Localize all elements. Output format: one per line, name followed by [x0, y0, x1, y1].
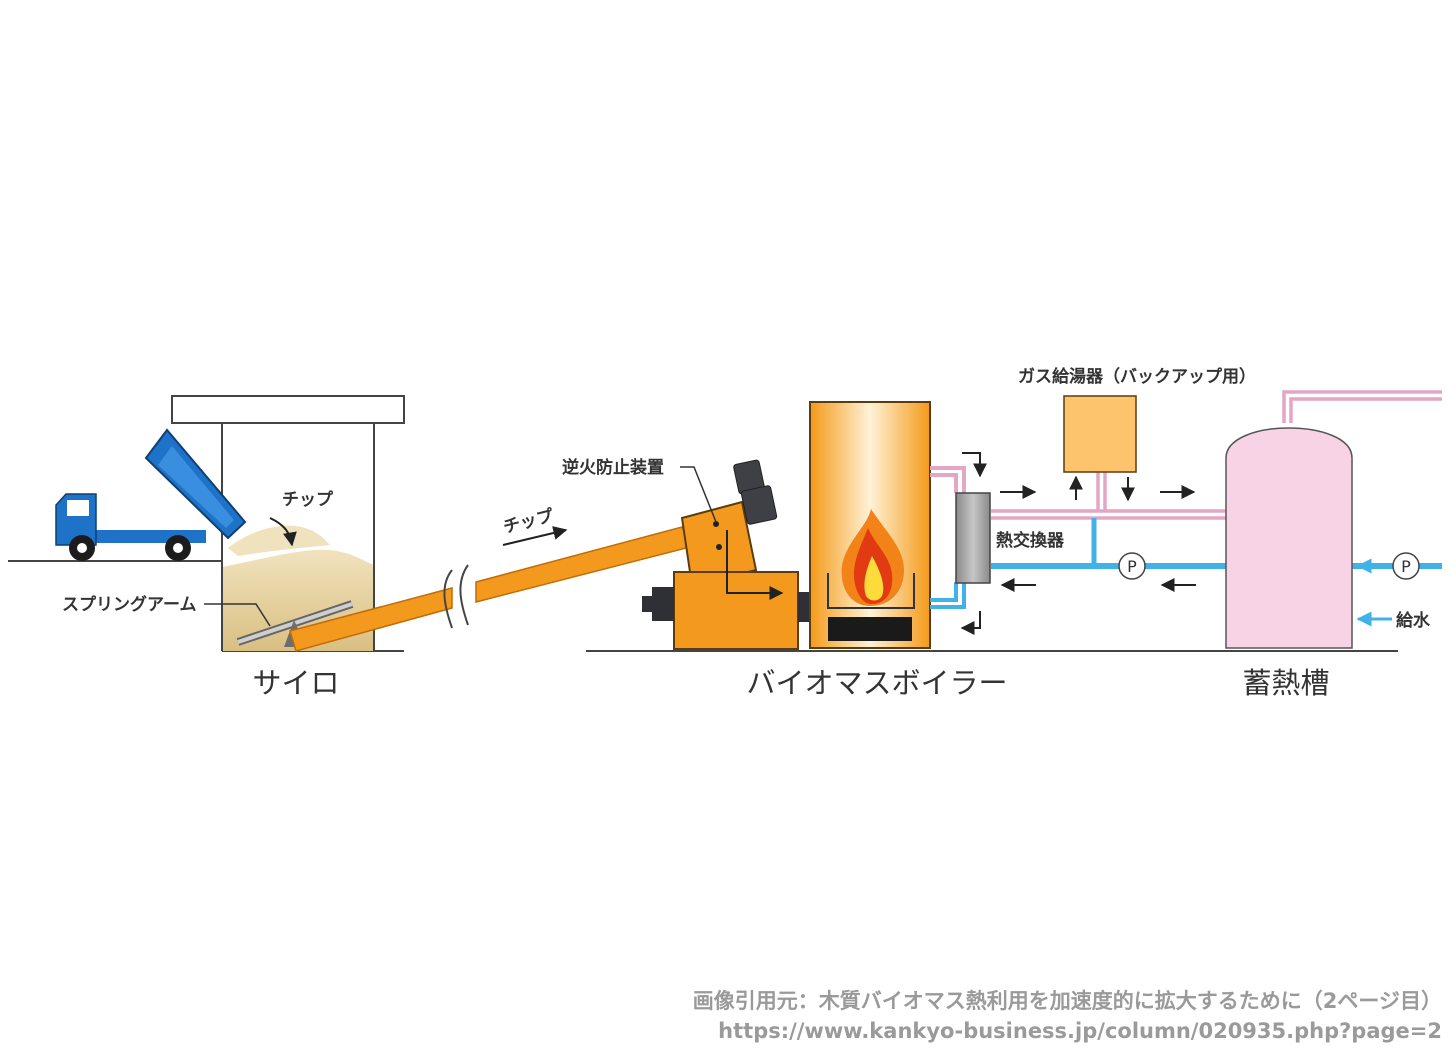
hot-pipe-tank-outlet	[1282, 390, 1442, 423]
hot-pipe-heater	[1096, 472, 1107, 511]
truck-wheel-rear	[165, 535, 191, 561]
image-credit-url[interactable]: https://www.kankyo-business.jp/column/02…	[718, 1019, 1442, 1043]
heat-exchanger-label: 熱交換器	[996, 530, 1065, 551]
boiler-ash-bed	[828, 617, 912, 641]
biomass-boiler-label: バイオマスボイラー	[746, 666, 1007, 700]
screw-conveyor	[289, 459, 778, 652]
water-supply-label: 給水	[1396, 610, 1431, 631]
boiler-grate	[827, 573, 915, 609]
conveyor-break-mark	[443, 564, 469, 629]
feeder-motor	[652, 587, 674, 621]
backfire-prevention-device	[680, 500, 758, 580]
flow-arrows	[960, 452, 1196, 635]
truck-wheel-front	[69, 535, 95, 561]
gas-water-heater-label: ガス給湯器（バックアップ用）	[1018, 366, 1256, 387]
cold-pipe-boiler-hx	[930, 582, 966, 609]
spring-arm-label: スプリングアーム	[62, 594, 196, 615]
silo-roof	[171, 395, 405, 424]
chip-label-silo: チップ	[282, 489, 334, 510]
gas-water-heater-unit	[1063, 395, 1137, 473]
chip-label-conveyor: チップ	[501, 505, 557, 538]
heat-storage-tank-label: 蓄熱槽	[1242, 666, 1329, 700]
leader-lines	[204, 466, 717, 627]
chip-flow-arrow-conveyor	[502, 526, 568, 546]
truck-window	[67, 500, 89, 516]
hot-pipe-hx-tank	[991, 509, 1226, 520]
inlet-arrows	[1356, 558, 1392, 627]
chip-flow-arrow-silo	[269, 517, 297, 547]
dump-truck	[55, 428, 247, 561]
pipes	[930, 390, 1442, 609]
pump-1-icon: P	[1118, 552, 1146, 580]
svg-text:P: P	[1401, 557, 1411, 576]
backfire-device-label: 逆火防止装置	[562, 457, 664, 478]
falling-chips	[228, 525, 330, 556]
image-credit-line: 画像引用元：木質バイオマス熱利用を加速度的に拡大するために（2ページ目）	[692, 989, 1442, 1013]
hot-pipe-boiler-hx	[930, 466, 966, 493]
backfire-device-dot	[713, 521, 719, 527]
boiler-feeder	[642, 530, 812, 650]
feed-arrow	[726, 530, 784, 600]
biomass-boiler-unit	[809, 401, 931, 649]
heat-storage-tank-unit	[1225, 427, 1353, 649]
pump-2-icon: P	[1392, 552, 1420, 580]
heat-exchanger-unit	[955, 492, 991, 584]
svg-text:P: P	[1127, 557, 1137, 576]
silo-label: サイロ	[252, 666, 339, 700]
